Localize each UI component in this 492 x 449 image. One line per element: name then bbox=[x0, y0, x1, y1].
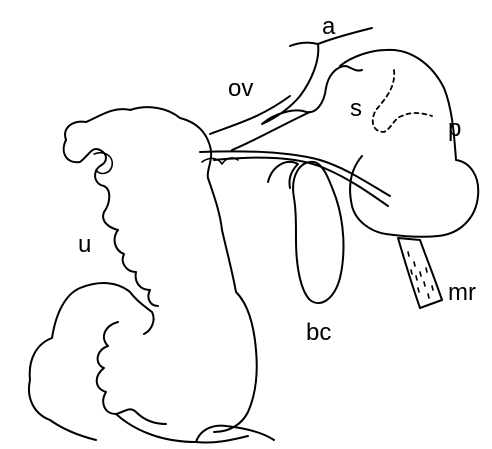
junction-ruffle bbox=[201, 157, 239, 165]
seminal-receptacle-outline bbox=[371, 69, 433, 133]
bottom-loop bbox=[195, 424, 275, 443]
oviduct bbox=[209, 95, 291, 135]
label-p: p bbox=[448, 115, 461, 142]
label-a: a bbox=[322, 13, 336, 40]
uterus-lower-lobe bbox=[28, 282, 155, 381]
uterus bbox=[64, 106, 258, 433]
retractor-muscle bbox=[397, 237, 443, 309]
bottom-contour bbox=[28, 379, 249, 444]
spermoviduct-inner bbox=[213, 156, 389, 207]
label-mr: mr bbox=[448, 279, 476, 306]
oviduct-lower bbox=[231, 111, 311, 151]
atrium-body bbox=[261, 43, 363, 125]
coiled-duct bbox=[95, 321, 167, 425]
label-u: u bbox=[78, 231, 91, 258]
label-ov: ov bbox=[228, 75, 253, 102]
bursa-duct bbox=[267, 161, 299, 189]
spermoviduct bbox=[199, 150, 391, 197]
label-bc: bc bbox=[306, 319, 331, 346]
uterus-left-edge bbox=[62, 139, 159, 307]
prostate-gland bbox=[339, 48, 480, 238]
label-s: s bbox=[350, 95, 362, 122]
bursa-copulatrix bbox=[292, 160, 345, 305]
uterus-inner-fold bbox=[93, 151, 114, 175]
